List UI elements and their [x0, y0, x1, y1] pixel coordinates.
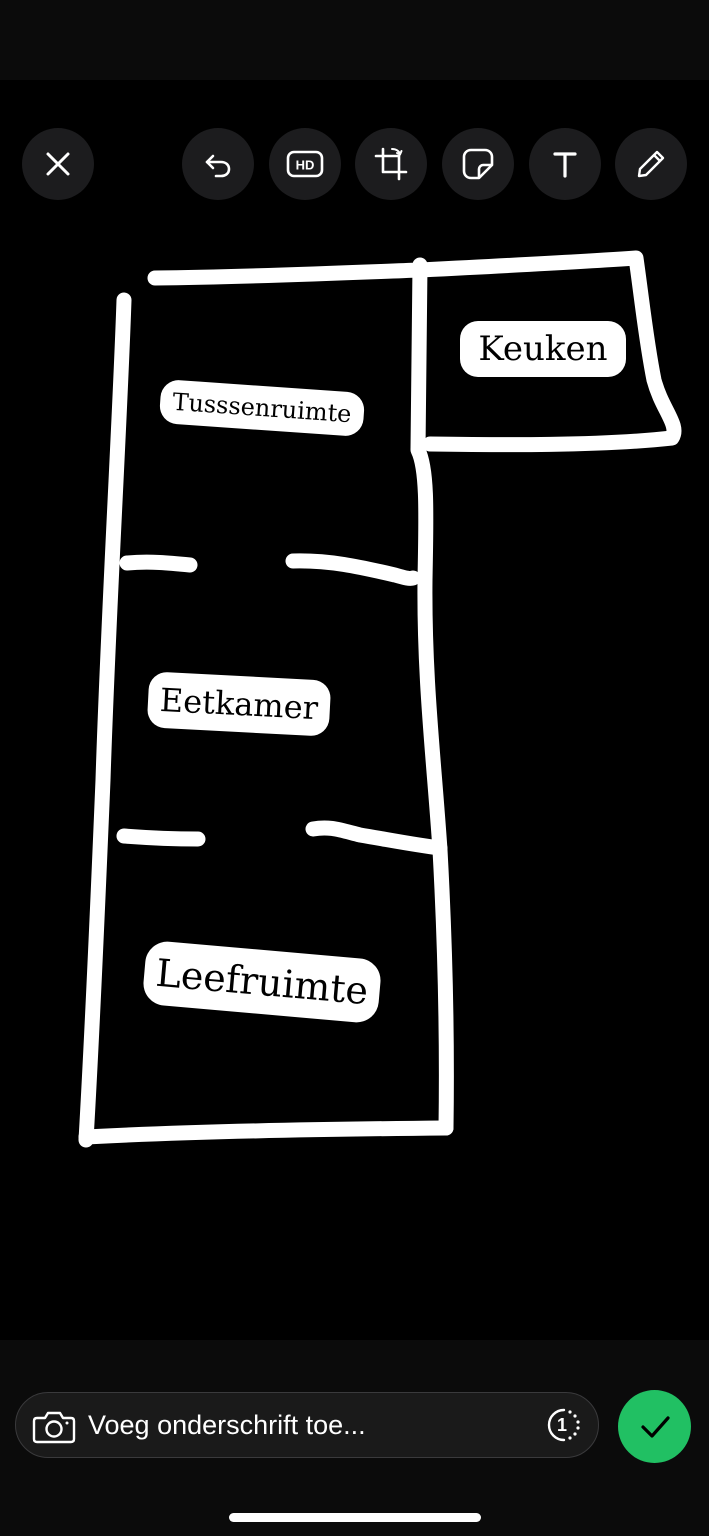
- crop-rotate-icon: [374, 147, 408, 181]
- send-button[interactable]: [618, 1390, 691, 1463]
- home-indicator: [229, 1513, 481, 1522]
- crop-rotate-button[interactable]: [355, 128, 427, 200]
- status-bar: [0, 0, 709, 80]
- close-button[interactable]: [22, 128, 94, 200]
- sticker-button[interactable]: [442, 128, 514, 200]
- camera-icon[interactable]: [32, 1406, 76, 1446]
- hd-quality-button[interactable]: HD: [269, 128, 341, 200]
- caption-input[interactable]: [88, 1403, 528, 1447]
- view-once-count: 1: [556, 1414, 567, 1435]
- label-keuken[interactable]: Keuken: [460, 321, 626, 377]
- label-eetkamer[interactable]: Eetkamer: [146, 671, 332, 737]
- pencil-icon: [637, 150, 665, 178]
- wall-kitchen: [412, 250, 682, 453]
- wall-right: [410, 257, 454, 1136]
- wall-bottom: [78, 1120, 454, 1145]
- divider-2-left: [116, 828, 206, 847]
- divider-1-left: [119, 554, 198, 573]
- view-once-icon: [547, 1408, 580, 1442]
- text-icon: [553, 152, 577, 178]
- checkmark-icon: [640, 1415, 670, 1438]
- undo-button[interactable]: [182, 128, 254, 200]
- hd-icon: HD: [286, 150, 324, 178]
- wall-top: [147, 262, 428, 286]
- wall-left: [78, 292, 132, 1148]
- divider-1-right: [285, 553, 421, 586]
- undo-icon: [205, 154, 231, 178]
- hd-label: HD: [296, 158, 315, 173]
- view-once-button[interactable]: 1: [546, 1407, 582, 1443]
- caption-bar: 1: [15, 1392, 599, 1458]
- divider-2-right: [305, 820, 448, 856]
- draw-tool-button[interactable]: [615, 128, 687, 200]
- sticker-icon: [462, 148, 494, 180]
- close-icon: [46, 152, 70, 176]
- text-tool-button[interactable]: [529, 128, 601, 200]
